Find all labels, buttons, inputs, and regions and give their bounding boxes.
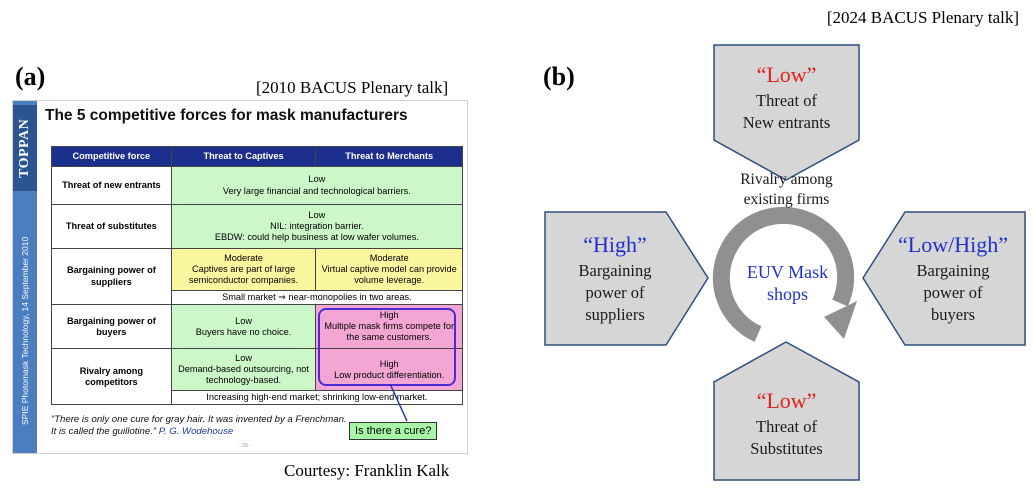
row-label-substitutes: Threat of substitutes bbox=[51, 204, 172, 249]
quote-author: P. G. Wodehouse bbox=[158, 426, 234, 438]
table-row: Bargaining power of buyers Low Buyers ha… bbox=[51, 304, 463, 350]
table-row: Small market ⇒ near-monopolies in two ar… bbox=[52, 289, 464, 306]
label-line: buyers bbox=[931, 305, 975, 325]
cell-suppliers-footer: Small market ⇒ near-monopolies in two ar… bbox=[170, 289, 464, 306]
cell-text: Multiple mask firms compete for the same… bbox=[324, 321, 455, 343]
level-text: Moderate bbox=[224, 252, 263, 263]
force-new-entrants: “Low” Threat of New entrants bbox=[714, 60, 859, 134]
label-line: shops bbox=[766, 283, 808, 304]
cell-buyers-captive: Low Buyers have no choice. bbox=[170, 304, 317, 350]
cell-buyers-merchant: High Multiple mask firms compete for the… bbox=[315, 304, 463, 350]
toppan-logo: TOPPAN bbox=[13, 105, 37, 191]
level-low-high-buyers: “Low/High” bbox=[898, 232, 1008, 257]
slide-title: The 5 competitive forces for mask manufa… bbox=[45, 107, 408, 124]
label-line: New entrants bbox=[742, 112, 831, 132]
page-number: - 20 - bbox=[239, 443, 251, 449]
cell-rivalry-footer: Increasing high-end market; shrinking lo… bbox=[170, 390, 464, 406]
cell-text: Low product differentiation. bbox=[334, 369, 445, 380]
cell-text: Captives are part of large semiconductor… bbox=[188, 263, 299, 286]
level-low-substitutes: “Low” bbox=[756, 388, 817, 413]
cell-text: Virtual captive model can provide volume… bbox=[321, 263, 457, 286]
panel-a-label: (a) bbox=[15, 62, 46, 91]
level-text: High bbox=[379, 309, 399, 320]
cell-rivalry-merchant: High Low product differentiation. bbox=[315, 348, 463, 392]
five-forces-diagram bbox=[544, 44, 1026, 481]
cell-substitutes: Low NIL: integration barrier. EBDW: coul… bbox=[170, 204, 464, 249]
wodehouse-quote: “There is only one cure for gray hair. I… bbox=[51, 414, 351, 439]
rivalry-label: Rivalry among existing firms bbox=[714, 170, 859, 210]
cell-text: Very large financial and technological b… bbox=[222, 185, 411, 196]
level-high-suppliers: “High” bbox=[583, 232, 647, 257]
note-2024-talk: [2024 BACUS Plenary talk] bbox=[826, 8, 1019, 27]
level-text: Low bbox=[308, 209, 326, 220]
label-line: Bargaining bbox=[578, 260, 652, 280]
row-label-buyers: Bargaining power of buyers bbox=[51, 304, 172, 350]
courtesy-note: Courtesy: Franklin Kalk bbox=[284, 461, 450, 480]
bottom-force-shape bbox=[713, 341, 860, 481]
label-line: Threat of bbox=[756, 416, 817, 436]
row-label-new-entrants: Threat of new entrants bbox=[51, 166, 172, 205]
level-text: Moderate bbox=[369, 252, 409, 263]
label-line: Rivalry among bbox=[740, 171, 833, 188]
force-substitutes: “Low” Threat of Substitutes bbox=[714, 386, 859, 460]
quote-text: “There is only one cure for gray hair. I… bbox=[51, 414, 347, 438]
table-row: Bargaining power of suppliers Moderate C… bbox=[51, 247, 463, 306]
rivalry-arrowhead bbox=[824, 301, 857, 339]
top-force-shape bbox=[713, 44, 860, 181]
label-line: existing firms bbox=[743, 191, 830, 209]
table-row: Increasing high-end market; shrinking lo… bbox=[52, 390, 464, 406]
center-label: EUV Mask shops bbox=[720, 262, 855, 305]
level-text: High bbox=[379, 358, 399, 369]
conference-side-text: SPIE Photomask Technology, 14 September … bbox=[20, 236, 30, 426]
label-line: power of bbox=[585, 282, 645, 302]
header-threat-captives: Threat to Captives bbox=[170, 146, 317, 167]
force-buyers: “Low/High” Bargaining power of buyers bbox=[878, 230, 1028, 326]
cell-rivalry-captive: Low Demand-based outsourcing, not techno… bbox=[170, 348, 317, 392]
label-line: suppliers bbox=[585, 305, 645, 325]
level-text: Low bbox=[235, 352, 252, 363]
label-line: EUV Mask bbox=[746, 262, 829, 282]
level-text: Low bbox=[235, 315, 252, 326]
cure-callout-box: Is there a cure? bbox=[349, 422, 438, 440]
label-line: Bargaining bbox=[916, 260, 990, 280]
header-threat-merchants: Threat to Merchants bbox=[315, 146, 463, 167]
cell-text: EBDW: could help business at low wafer v… bbox=[214, 232, 419, 243]
force-suppliers: “High” Bargaining power of suppliers bbox=[546, 230, 684, 326]
cell-new-entrants: Low Very large financial and technologic… bbox=[170, 166, 464, 205]
left-force-shape bbox=[544, 211, 709, 346]
label-line: power of bbox=[923, 282, 983, 302]
cell-suppliers-merchant: Moderate Virtual captive model can provi… bbox=[315, 248, 463, 291]
right-force-shape bbox=[862, 211, 1026, 346]
forces-table: Competitive force Threat to Captives Thr… bbox=[51, 146, 464, 406]
note-2010-talk: [2010 BACUS Plenary talk] bbox=[256, 78, 449, 97]
row-label-rivalry: Rivalry among competitors bbox=[51, 348, 172, 406]
level-text: Low bbox=[308, 174, 326, 185]
label-line: Substitutes bbox=[750, 438, 823, 458]
level-low-new-entrants: “Low” bbox=[756, 62, 817, 87]
row-label-suppliers: Bargaining power of suppliers bbox=[51, 247, 172, 306]
rivalry-cycle-arrow bbox=[713, 206, 854, 342]
table-header-row: Competitive force Threat to Captives Thr… bbox=[51, 146, 463, 167]
cell-suppliers-captive: Moderate Captives are part of large semi… bbox=[170, 248, 317, 291]
header-competitive-force: Competitive force bbox=[51, 146, 172, 167]
merchant-highlight-box bbox=[318, 308, 456, 386]
cell-text: Buyers have no choice. bbox=[195, 326, 292, 337]
slide-panel-a: TOPPAN SPIE Photomask Technology, 14 Sep… bbox=[12, 100, 468, 454]
table-row: Threat of substitutes Low NIL: integrati… bbox=[51, 204, 464, 249]
cell-text: Demand-based outsourcing, not technology… bbox=[178, 364, 309, 386]
label-line: Threat of bbox=[756, 90, 817, 110]
panel-b-label: (b) bbox=[543, 62, 575, 91]
table-row: Rivalry among competitors Low Demand-bas… bbox=[51, 348, 463, 406]
table-row: Threat of new entrants Low Very large fi… bbox=[51, 166, 464, 205]
cell-text: NIL: integration barrier. bbox=[270, 220, 364, 231]
